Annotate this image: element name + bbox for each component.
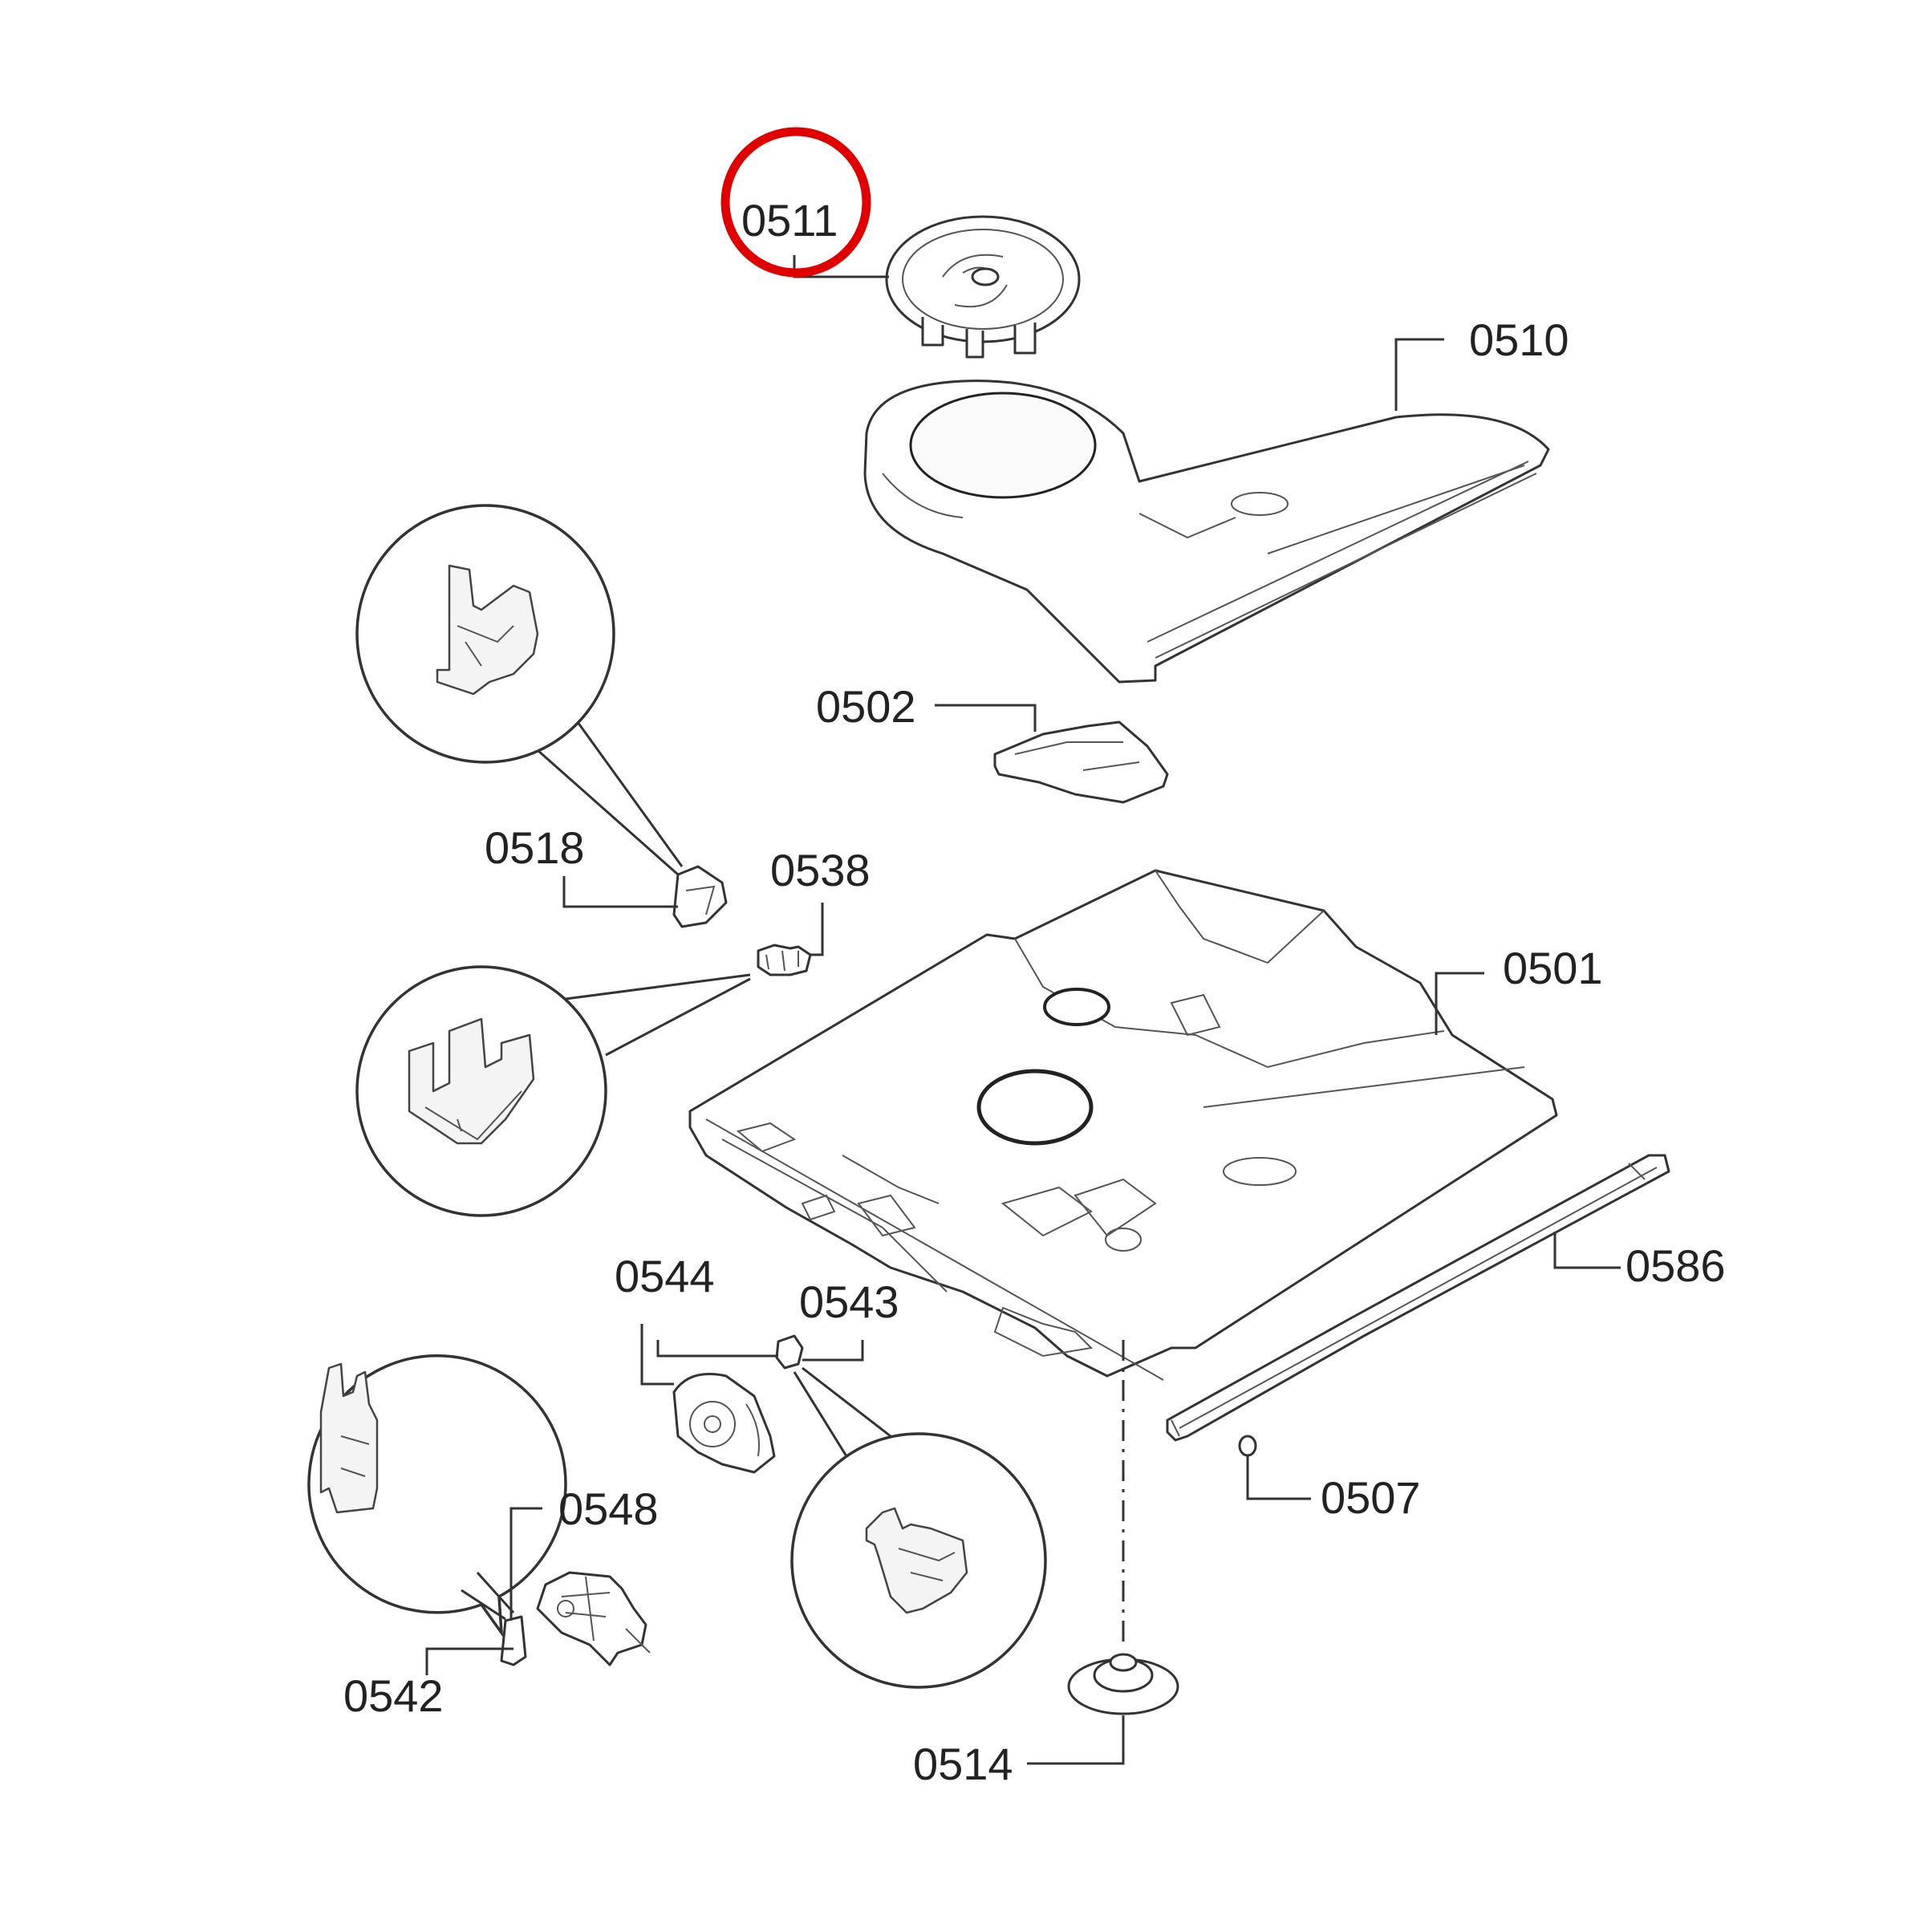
- callout-0507: 0507: [1321, 1472, 1421, 1523]
- part-0542-door-switch[interactable]: [307, 1354, 567, 1675]
- callout-0501: 0501: [1503, 943, 1603, 993]
- part-0586-side-rail[interactable]: [1166, 1154, 1670, 1442]
- part-0507-cap[interactable]: [1238, 1435, 1311, 1500]
- callout-0538: 0538: [770, 845, 871, 895]
- callout-0586: 0586: [1626, 1240, 1726, 1291]
- callout-0511: 0511: [741, 195, 838, 246]
- part-0543-switch[interactable]: [656, 1334, 1047, 1689]
- part-0511-fan-wheel[interactable]: [793, 215, 1081, 359]
- part-0510-duct-cover[interactable]: [863, 338, 1550, 684]
- callout-0543: 0543: [799, 1276, 899, 1327]
- callout-0544: 0544: [615, 1251, 715, 1301]
- part-0518-connector[interactable]: [355, 504, 728, 928]
- part-0514-foot[interactable]: [1027, 1340, 1179, 1765]
- part-0544-pump-motor[interactable]: [640, 1324, 776, 1474]
- part-0538-terminal-block[interactable]: [355, 903, 824, 1217]
- part-0501-base-plate[interactable]: [688, 869, 1558, 1381]
- callout-0502: 0502: [816, 681, 916, 732]
- part-0502-bracket[interactable]: [935, 704, 1169, 804]
- callout-0548: 0548: [558, 1484, 659, 1534]
- part-0548-lock[interactable]: [536, 1571, 651, 1666]
- callout-0542: 0542: [343, 1670, 444, 1721]
- highlight-circle: [720, 127, 871, 278]
- callout-0510: 0510: [1469, 315, 1569, 365]
- callout-0518: 0518: [485, 822, 585, 873]
- callout-0514: 0514: [913, 1739, 1013, 1789]
